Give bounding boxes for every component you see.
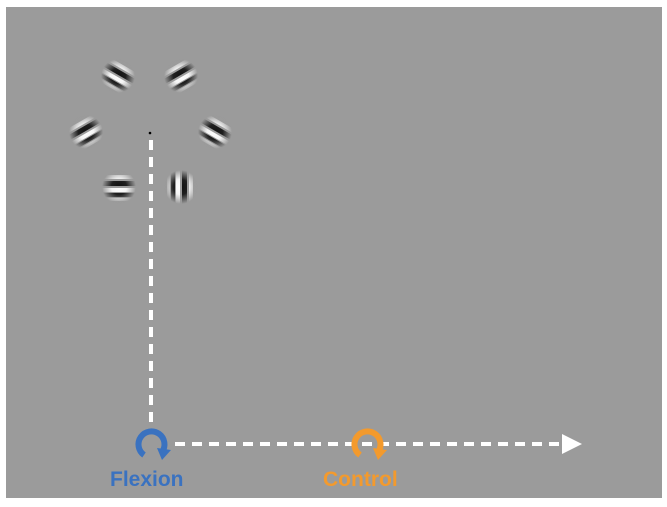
gabor-5 [102,170,136,204]
flexion-label: Flexion [110,468,184,491]
control-rotate-icon [351,428,387,460]
arrow-head-icon [562,434,582,454]
control-label: Control [323,468,398,491]
fixation-dot [148,131,152,135]
gabor-2 [158,53,204,99]
gabor-3 [63,109,109,155]
flexion-rotate-icon [135,428,171,460]
gabor-4 [192,109,238,155]
gabor-1 [95,53,141,99]
gabor-6 [164,170,198,204]
